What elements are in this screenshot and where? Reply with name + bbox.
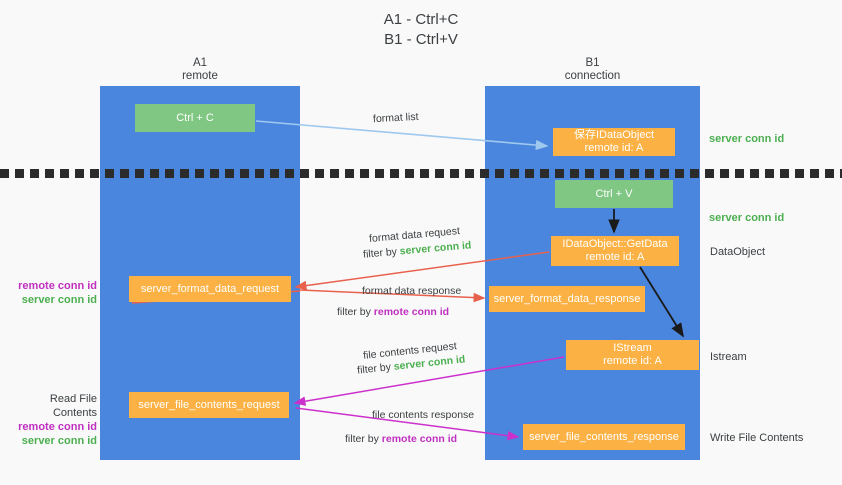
box-idataobject[interactable]: 保存IDataObject remote id: A (553, 128, 675, 156)
page-title: A1 - Ctrl+C B1 - Ctrl+V (383, 11, 459, 48)
label-server-conn-id-second: server conn id (709, 212, 785, 224)
box-server-format-data-response[interactable]: server_format_data_response (489, 286, 645, 312)
label-dataobject: DataObject (710, 246, 766, 258)
label-server-conn-id-lower: server conn id (21, 435, 97, 447)
phase-divider-dashed-line (0, 169, 842, 178)
filter-by-text: filter by (337, 306, 374, 318)
label-group-conn-ids-upper: remote conn id server conn id (11, 279, 97, 307)
label-remote-conn-id-lower: remote conn id (18, 421, 97, 433)
filter-by-text: filter by (362, 245, 401, 261)
box-server-file-contents-request[interactable]: server_file_contents_request (129, 392, 289, 418)
label-server-conn-id-upper: server conn id (21, 294, 97, 306)
box-server-file-contents-response[interactable]: server_file_contents_response (523, 424, 685, 450)
label-remote-conn-id-upper: remote conn id (18, 280, 97, 292)
connector-label-format-list: format list (372, 110, 419, 126)
label-read-file-contents: Read File Contents (49, 393, 97, 419)
box-ctrl-v[interactable]: Ctrl + V (555, 180, 673, 208)
filter-by-text: filter by (345, 433, 382, 445)
filter-by-text: filter by (356, 360, 395, 377)
box-ctrl-c[interactable]: Ctrl + C (135, 104, 255, 132)
connector-label-format-data-response: format data response (362, 285, 462, 297)
box-istream[interactable]: IStream remote id: A (566, 340, 699, 370)
filter-remote-conn-id: remote conn id (373, 306, 450, 318)
connector-label-file-contents-response-filter: filter by remote conn id (345, 432, 457, 447)
connector-label-file-contents-response: file contents response (372, 409, 475, 421)
label-write-file-contents: Write File Contents (710, 432, 804, 444)
box-idataobject-getdata[interactable]: IDataObject::GetData remote id: A (551, 236, 679, 266)
connector-label-format-data-response-filter: filter by remote conn id (337, 305, 449, 320)
column-header-a1: A1 remote (182, 57, 218, 82)
filter-remote-conn-id: remote conn id (381, 433, 458, 445)
box-server-format-data-request[interactable]: server_format_data_request (129, 276, 291, 302)
label-istream: Istream (710, 351, 747, 363)
label-server-conn-id-top: server conn id (709, 133, 785, 145)
column-header-b1: B1 connection (564, 57, 621, 82)
label-group-read-file-contents: Read File Contents remote conn id server… (11, 392, 97, 448)
